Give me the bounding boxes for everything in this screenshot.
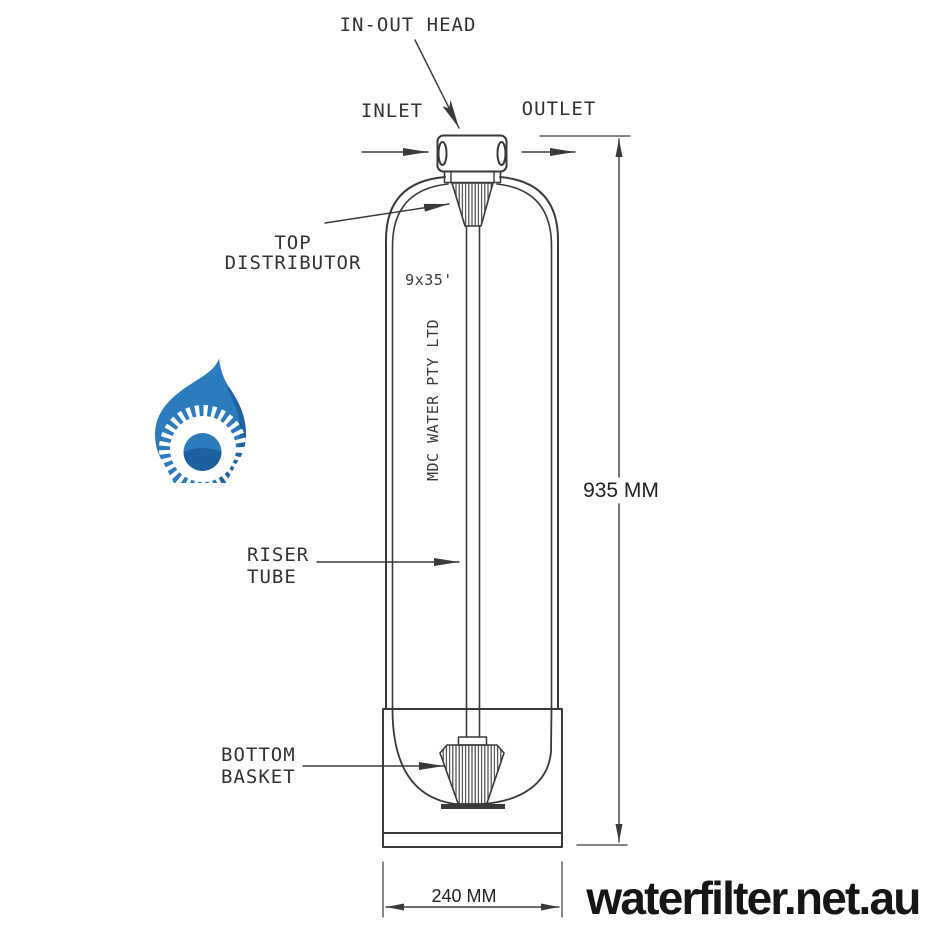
bottom-basket-label-line1: BOTTOM [221, 744, 296, 766]
riser-tube-label-line2: TUBE [247, 566, 297, 588]
tank-size-label: 9x35' [405, 271, 453, 289]
basket-collar [457, 736, 488, 746]
width-dimension-value: 240 MM [431, 886, 496, 906]
height-dimension-value: 935 MM [583, 479, 659, 502]
bottom-basket-funnel [439, 744, 505, 807]
bottom-basket-label-line2: BASKET [221, 766, 296, 788]
tank-inner-wall-left [391, 183, 449, 710]
in-out-head-leader-arrow [414, 39, 460, 129]
waterfilter-logo [155, 358, 247, 493]
top-distributor-label-line1: TOP [274, 232, 311, 254]
riser-tube-label-line1: RISER [247, 544, 309, 566]
outlet-label: OUTLET [522, 98, 597, 120]
top-distributor-leader-arrow [324, 203, 450, 224]
top-distributor-funnel [451, 182, 494, 227]
inlet-label: INLET [361, 100, 423, 122]
diagram-labels: IN-OUT HEAD INLET OUTLET TOP DISTRIBUTOR… [221, 14, 921, 924]
in-out-head-label: IN-OUT HEAD [340, 14, 477, 36]
tank-drawing [302, 39, 631, 918]
tank-outer-wall-left [385, 176, 446, 710]
in-out-head-body [436, 134, 508, 173]
outlet-port [496, 141, 507, 166]
inlet-port [437, 141, 448, 166]
top-distributor-label-line2: DISTRIBUTOR [225, 252, 362, 274]
tank-base-foot [382, 832, 563, 848]
watermark-text: waterfilter.net.au [585, 872, 919, 924]
tank-neck-flange [443, 170, 502, 184]
tank-brand-vertical-label: MDC WATER PTY LTD [424, 319, 442, 481]
tank-outer-wall-right [499, 176, 559, 710]
logo-center-circle-shade [183, 448, 222, 471]
logo-gear-teeth [159, 405, 247, 493]
tank-inner-wall-right [496, 183, 553, 710]
